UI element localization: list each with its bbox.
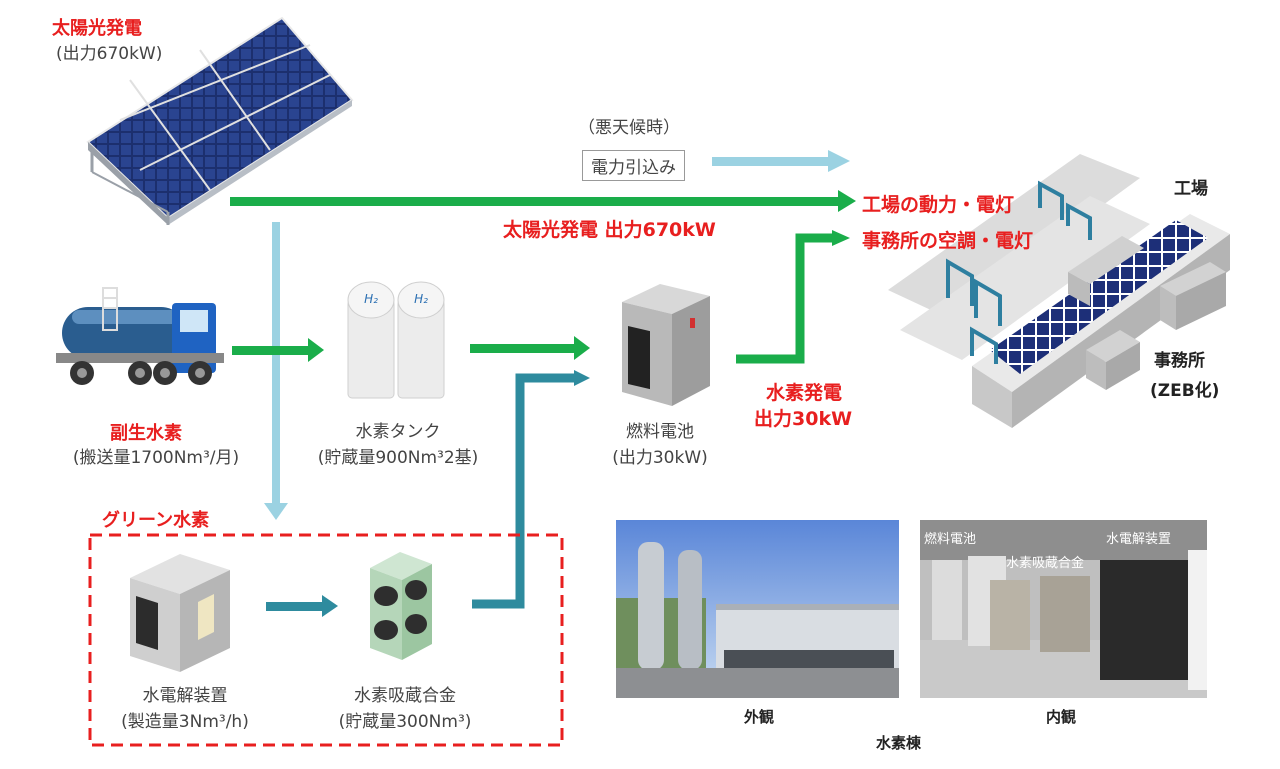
interior-photo: 燃料電池 水素吸蔵合金 水電解装置	[920, 520, 1207, 698]
hydrogen-tank-illustration: H₂ H₂	[347, 281, 445, 399]
alloy-title: 水素吸蔵合金	[354, 686, 456, 706]
solar-output-label: 太陽光発電 出力670kW	[503, 219, 716, 241]
factory-illustration	[888, 154, 1230, 428]
tank-h2-label: H₂	[414, 292, 428, 306]
destination-line1: 工場の動力・電灯	[862, 194, 1015, 216]
solar-to-electrolyzer-arrow	[264, 222, 288, 520]
byproduct-title: 副生水素	[110, 423, 182, 444]
truck-to-tank-arrow	[232, 338, 324, 362]
byproduct-subtitle: (搬送量1700Nm³/月)	[72, 448, 240, 468]
fuel-cell-subtitle: (出力30kW)	[612, 448, 708, 468]
destination-line2: 事務所の空調・電灯	[862, 230, 1034, 252]
interior-tag-electrolyzer: 水電解装置	[1106, 532, 1172, 547]
grid-note: （悪天候時）	[578, 118, 680, 138]
fuelcell-to-factory-arrow	[736, 230, 850, 364]
solar-subtitle: (出力670kW)	[56, 44, 163, 64]
grid-power-arrow	[712, 150, 850, 172]
alloy-to-fuelcell-arrow	[472, 370, 590, 609]
solar-title: 太陽光発電	[52, 18, 142, 39]
electrolyzer-subtitle: (製造量3Nm³/h)	[121, 712, 249, 732]
hydrogen-power-line2: 出力30kW	[754, 408, 853, 430]
factory-label: 工場	[1174, 179, 1208, 199]
fuel-cell-title: 燃料電池	[626, 422, 694, 442]
exterior-photo	[616, 520, 899, 698]
electrolyzer-title: 水電解装置	[142, 686, 228, 706]
alloy-subtitle: (貯蔵量300Nm³)	[338, 712, 472, 732]
green-hydrogen-title: グリーン水素	[102, 510, 210, 531]
alloy-illustration	[370, 552, 432, 660]
truck-illustration	[56, 287, 224, 385]
interior-tag-fuel-cell: 燃料電池	[924, 532, 977, 547]
green-hydrogen-box	[88, 533, 564, 747]
electrolyzer-to-alloy-arrow	[266, 595, 338, 617]
exterior-caption: 外観	[744, 708, 775, 726]
office-sub-label: (ZEB化)	[1150, 381, 1220, 401]
tank-to-fuelcell-arrow	[470, 336, 590, 360]
electrolyzer-illustration	[130, 554, 230, 672]
fuel-cell-illustration	[622, 284, 710, 406]
hydrogen-power-line1: 水素発電	[766, 382, 843, 404]
grid-power-box: 電力引込み	[582, 150, 685, 181]
interior-caption: 内観	[1046, 708, 1077, 726]
solar-panel-illustration	[86, 16, 354, 225]
office-label: 事務所	[1154, 351, 1205, 371]
interior-tag-alloy: 水素吸蔵合金	[1006, 556, 1085, 571]
tank-title: 水素タンク	[355, 422, 441, 442]
building-caption: 水素棟	[876, 734, 922, 752]
solar-to-factory-arrow	[230, 190, 856, 212]
tank-h2-label: H₂	[364, 292, 378, 306]
tank-subtitle: (貯蔵量900Nm³2基)	[317, 448, 479, 468]
